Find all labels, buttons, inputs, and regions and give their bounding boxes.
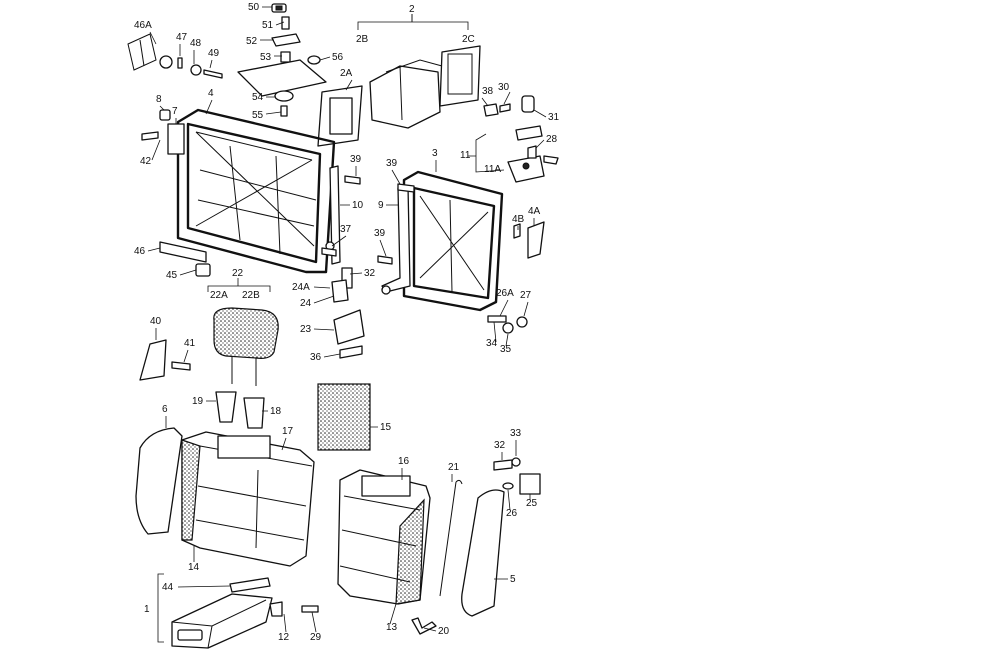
callout-9: 9 bbox=[378, 200, 384, 211]
callout-20: 20 bbox=[438, 626, 450, 637]
hook bbox=[411, 617, 437, 635]
callout-16: 16 bbox=[398, 456, 410, 467]
callout-22: 22 bbox=[232, 268, 244, 279]
ski-bag-assembly bbox=[317, 14, 481, 147]
callout-32-b: 32 bbox=[494, 440, 506, 451]
callout-26: 26 bbox=[506, 508, 518, 519]
fasteners bbox=[139, 175, 545, 381]
callout-11: 11 bbox=[460, 150, 471, 161]
callout-3: 3 bbox=[432, 148, 438, 159]
callout-49: 49 bbox=[208, 48, 220, 59]
callout-1: 1 bbox=[144, 604, 150, 615]
callout-33: 33 bbox=[510, 428, 522, 439]
callout-38: 38 bbox=[482, 86, 494, 97]
callout-14: 14 bbox=[188, 562, 200, 573]
callout-46: 46 bbox=[134, 246, 146, 257]
callout-35: 35 bbox=[500, 344, 512, 355]
bracket-right bbox=[493, 457, 541, 495]
callout-4A: 4A bbox=[528, 206, 541, 217]
callout-11A: 11A bbox=[484, 164, 501, 175]
callout-29: 29 bbox=[310, 632, 322, 643]
callout-17: 17 bbox=[282, 426, 294, 437]
callout-37: 37 bbox=[340, 224, 352, 235]
backrest-frame-left bbox=[141, 108, 341, 274]
callout-5: 5 bbox=[510, 574, 516, 585]
callout-45: 45 bbox=[166, 270, 178, 281]
callout-46A: 46A bbox=[134, 20, 152, 31]
callout-10: 10 bbox=[352, 200, 364, 211]
backrest-frame-right bbox=[381, 170, 504, 312]
callout-34: 34 bbox=[486, 338, 498, 349]
side-bolster-left bbox=[135, 427, 183, 535]
callout-27: 27 bbox=[520, 290, 532, 301]
callout-12: 12 bbox=[278, 632, 290, 643]
callout-23: 23 bbox=[300, 324, 312, 335]
callout-21: 21 bbox=[448, 462, 460, 473]
callout-50: 50 bbox=[248, 2, 260, 13]
callout-32-a: 32 bbox=[364, 268, 376, 279]
lock-assembly bbox=[483, 95, 559, 183]
callout-53: 53 bbox=[260, 52, 272, 63]
callout-41: 41 bbox=[184, 338, 196, 349]
callout-6: 6 bbox=[162, 404, 168, 415]
callouts: 50 51 52 53 56 54 55 2 2B 2C 2A 38 30 31… bbox=[134, 2, 560, 643]
leader-lines bbox=[147, 6, 547, 633]
callout-24: 24 bbox=[300, 298, 312, 309]
callout-19: 19 bbox=[192, 396, 204, 407]
backrest-cushion-left bbox=[181, 431, 315, 567]
callout-39-c: 39 bbox=[374, 228, 386, 239]
callout-7: 7 bbox=[172, 106, 178, 117]
hinge-bolt-set bbox=[127, 33, 223, 79]
callout-24A: 24A bbox=[292, 282, 310, 293]
callout-42: 42 bbox=[140, 156, 152, 167]
callout-25: 25 bbox=[526, 498, 538, 509]
callout-47: 47 bbox=[176, 32, 188, 43]
backrest-cushion-right bbox=[337, 469, 431, 605]
callout-2C: 2C bbox=[462, 34, 475, 45]
callout-48: 48 bbox=[190, 38, 202, 49]
callout-4: 4 bbox=[208, 88, 214, 99]
callout-26A: 26A bbox=[496, 288, 514, 299]
callout-13: 13 bbox=[386, 622, 398, 633]
callout-2: 2 bbox=[409, 4, 415, 15]
armrest bbox=[157, 573, 319, 649]
headrest bbox=[207, 278, 279, 429]
foam-pad bbox=[317, 383, 371, 451]
callout-40: 40 bbox=[150, 316, 162, 327]
callout-44: 44 bbox=[162, 582, 174, 593]
callout-51: 51 bbox=[262, 20, 274, 31]
callout-55: 55 bbox=[252, 110, 264, 121]
callout-22A: 22A bbox=[210, 290, 228, 301]
callout-52: 52 bbox=[246, 36, 258, 47]
callout-56: 56 bbox=[332, 52, 344, 63]
callout-31: 31 bbox=[548, 112, 560, 123]
callout-8: 8 bbox=[156, 94, 162, 105]
callout-30: 30 bbox=[498, 82, 510, 93]
callout-39-b: 39 bbox=[386, 158, 398, 169]
callout-39-a: 39 bbox=[350, 154, 362, 165]
callout-18: 18 bbox=[270, 406, 282, 417]
callout-2A: 2A bbox=[340, 68, 353, 79]
tension-rod bbox=[439, 479, 463, 597]
callout-15: 15 bbox=[380, 422, 392, 433]
callout-54: 54 bbox=[252, 92, 264, 103]
latch-bracket-assembly bbox=[237, 3, 327, 117]
callout-22B: 22B bbox=[242, 290, 260, 301]
side-bolster-right bbox=[461, 489, 505, 617]
callout-4B: 4B bbox=[512, 214, 525, 225]
callout-28: 28 bbox=[546, 134, 558, 145]
callout-2B: 2B bbox=[356, 34, 369, 45]
callout-36: 36 bbox=[310, 352, 322, 363]
